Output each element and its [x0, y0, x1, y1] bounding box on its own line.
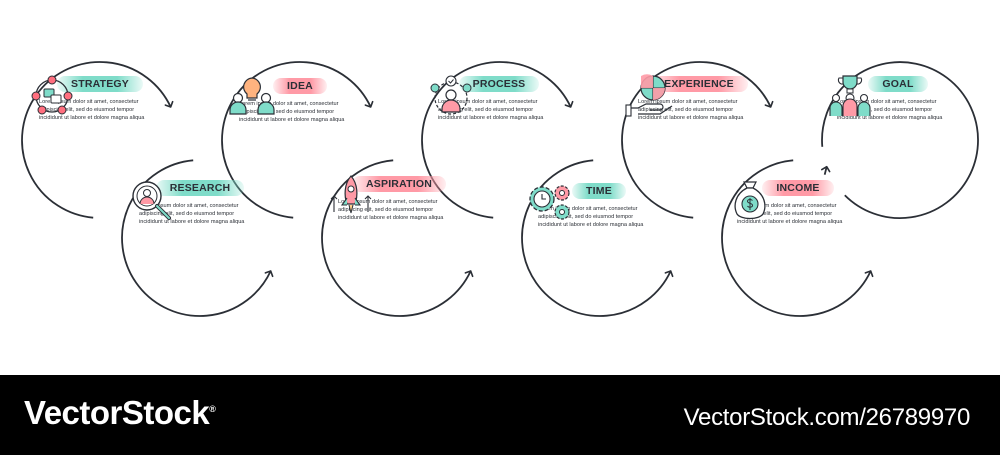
idea-icon [229, 77, 275, 115]
step-experience: EXPERIENCE Lorem ipsum dolor sit amet, c… [624, 74, 774, 122]
step-label: EXPERIENCE [650, 76, 748, 92]
step-label: GOAL [868, 76, 928, 92]
step-aspiration: ASPIRATION Lorem ipsum dolor sit amet, c… [324, 174, 474, 222]
brand-logo: VectorStock® [24, 394, 216, 432]
trophy-team-icon [829, 75, 871, 116]
image-url: VectorStock.com/26789970 [683, 404, 971, 431]
research-icon [132, 181, 171, 220]
step-description: Lorem ipsum dolor sit amet, consectetur … [139, 203, 245, 225]
step-income: INCOME Lorem ipsum dolor sit amet, conse… [723, 178, 873, 226]
step-goal: GOAL Lorem ipsum dolor sit amet, consect… [823, 74, 973, 122]
registered-mark: ® [209, 404, 216, 414]
step-label: ASPIRATION [352, 176, 446, 192]
step-label: INCOME [762, 180, 834, 196]
rocket-icon [330, 175, 372, 214]
arrow-into-goal [821, 165, 831, 175]
step-label: IDEA [273, 78, 327, 94]
footer-bar: VectorStock® VectorStock.com/26789970 [0, 375, 1000, 455]
step-strategy: STRATEGY Lorem ipsum dolor sit amet, con… [25, 74, 175, 122]
step-process: PROCESS Lorem ipsum dolor sit amet, cons… [424, 74, 574, 122]
gears-clock-icon [529, 185, 570, 220]
strategy-icon [31, 75, 73, 115]
step-label: STRATEGY [57, 76, 143, 92]
ring-income [721, 159, 874, 317]
ring-time [521, 159, 674, 317]
money-bag-icon [734, 181, 766, 220]
ring-research [121, 159, 274, 317]
ring-process [421, 61, 574, 219]
step-research: RESEARCH Lorem ipsum dolor sit amet, con… [125, 178, 275, 226]
step-label: TIME [572, 183, 626, 199]
process-icon [430, 75, 472, 115]
step-label: RESEARCH [155, 180, 245, 196]
puzzle-hand-icon [625, 74, 673, 117]
step-time: TIME Lorem ipsum dolor sit amet, consect… [524, 181, 674, 229]
step-description: Lorem ipsum dolor sit amet, consectetur … [39, 99, 145, 121]
process-infographic: STRATEGY Lorem ipsum dolor sit amet, con… [21, 61, 979, 317]
step-idea: IDEA Lorem ipsum dolor sit amet, consect… [225, 76, 375, 124]
ring-experience [621, 61, 774, 219]
brand-name: VectorStock [24, 394, 210, 431]
step-label: PROCESS [458, 76, 540, 92]
